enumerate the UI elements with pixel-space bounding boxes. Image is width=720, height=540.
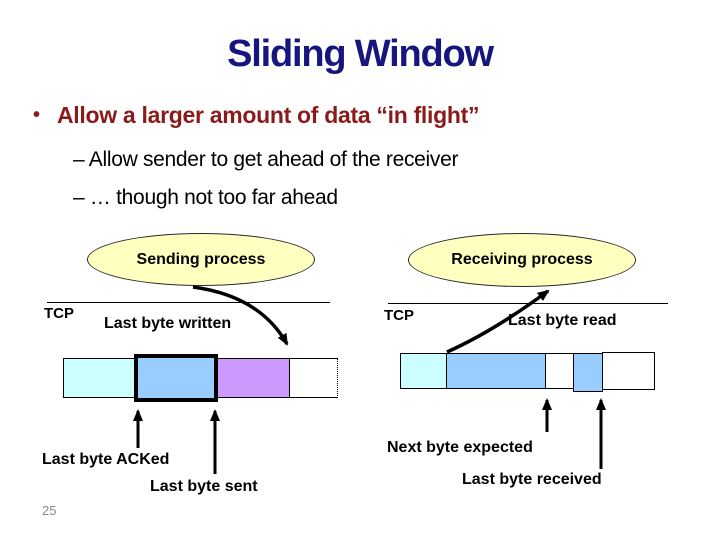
last-byte-written-label: Last byte written: [104, 315, 232, 332]
last-byte-read-label: Last byte read: [508, 312, 617, 329]
recv-buffer-empty-segment: [602, 352, 655, 390]
receiving-process-label: Receiving process: [451, 251, 593, 268]
next-byte-expected-label: Next byte expected: [387, 439, 533, 456]
last-byte-acked-label: Last byte ACKed: [42, 451, 170, 468]
recv-buffer-out-of-order-segment: [573, 353, 603, 392]
bullet-sub-1: – Allow sender to get ahead of the recei…: [73, 148, 459, 171]
bullet-sub-2: – … though not too far ahead: [73, 186, 338, 209]
send-buffer-written-segment: [217, 358, 290, 398]
sending-process-label: Sending process: [136, 250, 266, 268]
send-buffer-sent-window-segment: [134, 354, 218, 402]
tcp-label-sender: TCP: [44, 305, 74, 322]
send-buffer-acked-segment: [63, 358, 138, 398]
bullet-marker: •: [33, 104, 40, 126]
send-buffer-empty-segment: [289, 358, 338, 398]
bullet-main: • Allow a larger amount of data “in flig…: [33, 102, 479, 129]
recv-buffer-read-segment: [400, 353, 447, 389]
tcp-label-receiver: TCP: [384, 307, 414, 324]
last-byte-received-label: Last byte received: [462, 471, 602, 488]
receiving-process-ellipse: Receiving process: [408, 233, 636, 287]
tcp-divider-line-sender: [47, 302, 330, 303]
slide-title: Sliding Window: [227, 33, 494, 75]
recv-buffer-received-segment: [446, 353, 546, 389]
recv-buffer-gap-segment: [545, 353, 574, 389]
tcp-divider-line-receiver: [388, 303, 668, 304]
sending-process-ellipse: Sending process: [87, 233, 315, 286]
bullet-main-text: Allow a larger amount of data “in flight…: [57, 102, 480, 128]
page-number: 25: [42, 503, 57, 518]
last-byte-sent-label: Last byte sent: [150, 478, 258, 495]
